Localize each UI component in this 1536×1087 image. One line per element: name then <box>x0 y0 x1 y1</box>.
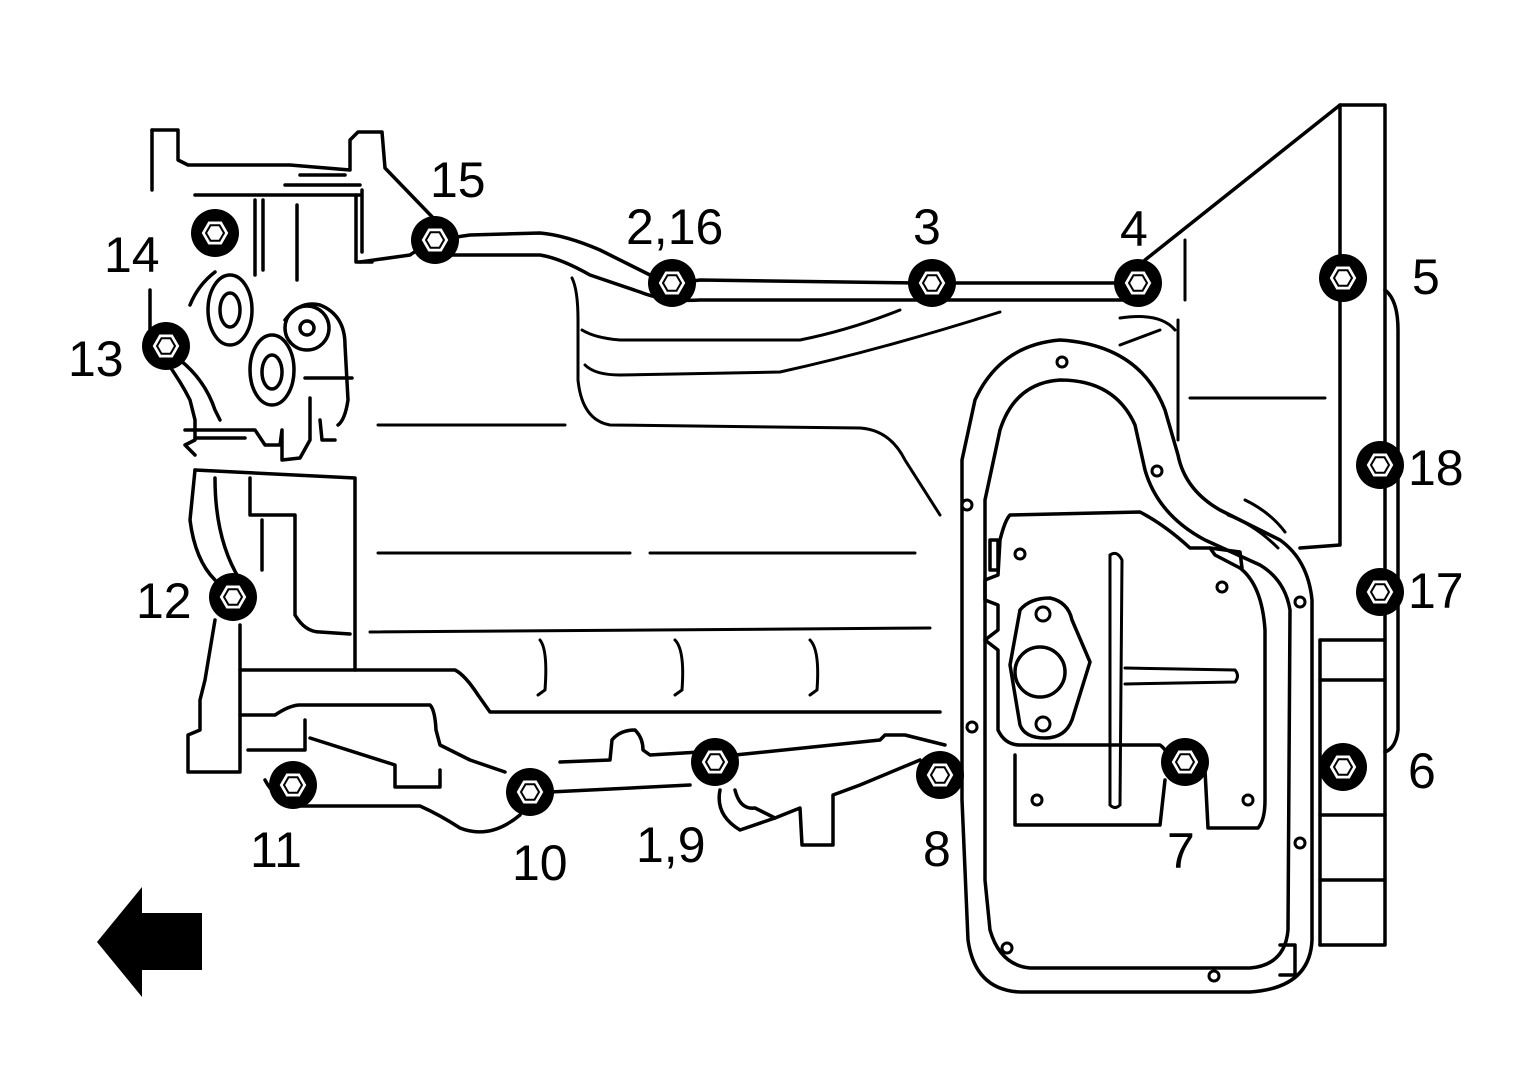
bolt-hex-head <box>149 331 183 361</box>
housing-outline <box>148 103 1400 947</box>
bolt-hex-inner <box>661 274 683 292</box>
bolt-hex-head <box>418 225 452 255</box>
bolt-label-7: 7 <box>1167 823 1195 879</box>
bolt-label-2-16: 2,16 <box>626 199 723 255</box>
bolt-hex-head <box>1363 450 1397 480</box>
bolt-hex-inner <box>929 766 951 784</box>
bolt-2-16-head <box>648 259 696 307</box>
bolt-hex-head <box>655 268 689 298</box>
bolt-17-head <box>1356 568 1404 616</box>
bolt-1-9-head <box>691 738 739 786</box>
oil-pan <box>960 315 1314 994</box>
bolt-hex-head <box>923 760 957 790</box>
bolt-label-10: 10 <box>512 835 568 891</box>
bolt-labels: 1,9 2,16 3 4 5 6 7 8 10 11 12 13 14 15 1… <box>68 152 1464 891</box>
bolt-4-head <box>1114 259 1162 307</box>
bolt-hex-head <box>513 777 547 807</box>
bolt-hex-inner <box>1174 753 1196 771</box>
bolt-label-3: 3 <box>913 199 941 255</box>
bolt-hex-inner <box>282 776 304 794</box>
bolt-label-14: 14 <box>104 227 160 283</box>
bolt-15-head <box>411 216 459 264</box>
bolt-hex-inner <box>1369 456 1391 474</box>
bolt-hex-head <box>1326 752 1360 782</box>
bolt-label-6: 6 <box>1408 743 1436 799</box>
bolt-hex-inner <box>424 231 446 249</box>
bolt-hex-inner <box>704 753 726 771</box>
bolt-label-4: 4 <box>1120 201 1148 257</box>
bolt-hex-inner <box>519 783 541 801</box>
bolt-12-head <box>209 573 257 621</box>
bolt-label-15: 15 <box>430 152 486 208</box>
bolt-hex-head <box>1363 577 1397 607</box>
bolt-hex-head <box>1326 263 1360 293</box>
bolt-label-17: 17 <box>1408 563 1464 619</box>
bolt-label-5: 5 <box>1412 249 1440 305</box>
bolt-hex-inner <box>204 224 226 242</box>
bolt-hex-head <box>1121 268 1155 298</box>
bolt-label-18: 18 <box>1408 440 1464 496</box>
bolt-6-head <box>1319 743 1367 791</box>
bolt-7-head <box>1161 738 1209 786</box>
bolt-13-head <box>142 322 190 370</box>
bolt-label-12: 12 <box>136 573 192 629</box>
bolt-hex-inner <box>921 274 943 292</box>
bolt-11-head <box>269 761 317 809</box>
bolt-8-head <box>916 751 964 799</box>
bolt-18-head <box>1356 441 1404 489</box>
arrow-left-icon <box>97 887 202 997</box>
bolt-hex-inner <box>1332 269 1354 287</box>
bolt-label-13: 13 <box>68 331 124 387</box>
bolt-5-head <box>1319 254 1367 302</box>
bolt-10-head <box>506 768 554 816</box>
bolt-hex-inner <box>155 337 177 355</box>
bolt-hex-inner <box>1127 274 1149 292</box>
bolt-14-head <box>191 209 239 257</box>
bolts-layer <box>142 209 1404 816</box>
bolt-hex-inner <box>1369 583 1391 601</box>
bolt-label-11: 11 <box>250 822 302 878</box>
bolt-hex-inner <box>222 588 244 606</box>
bolt-hex-head <box>1168 747 1202 777</box>
bolt-3-head <box>908 259 956 307</box>
bolt-hex-head <box>698 747 732 777</box>
bolt-hex-head <box>216 582 250 612</box>
bolt-hex-head <box>276 770 310 800</box>
bolt-hex-head <box>198 218 232 248</box>
bolt-label-1-9: 1,9 <box>636 817 706 873</box>
bolt-hex-head <box>915 268 949 298</box>
bolt-label-8: 8 <box>923 821 951 877</box>
bolt-hex-inner <box>1332 758 1354 776</box>
